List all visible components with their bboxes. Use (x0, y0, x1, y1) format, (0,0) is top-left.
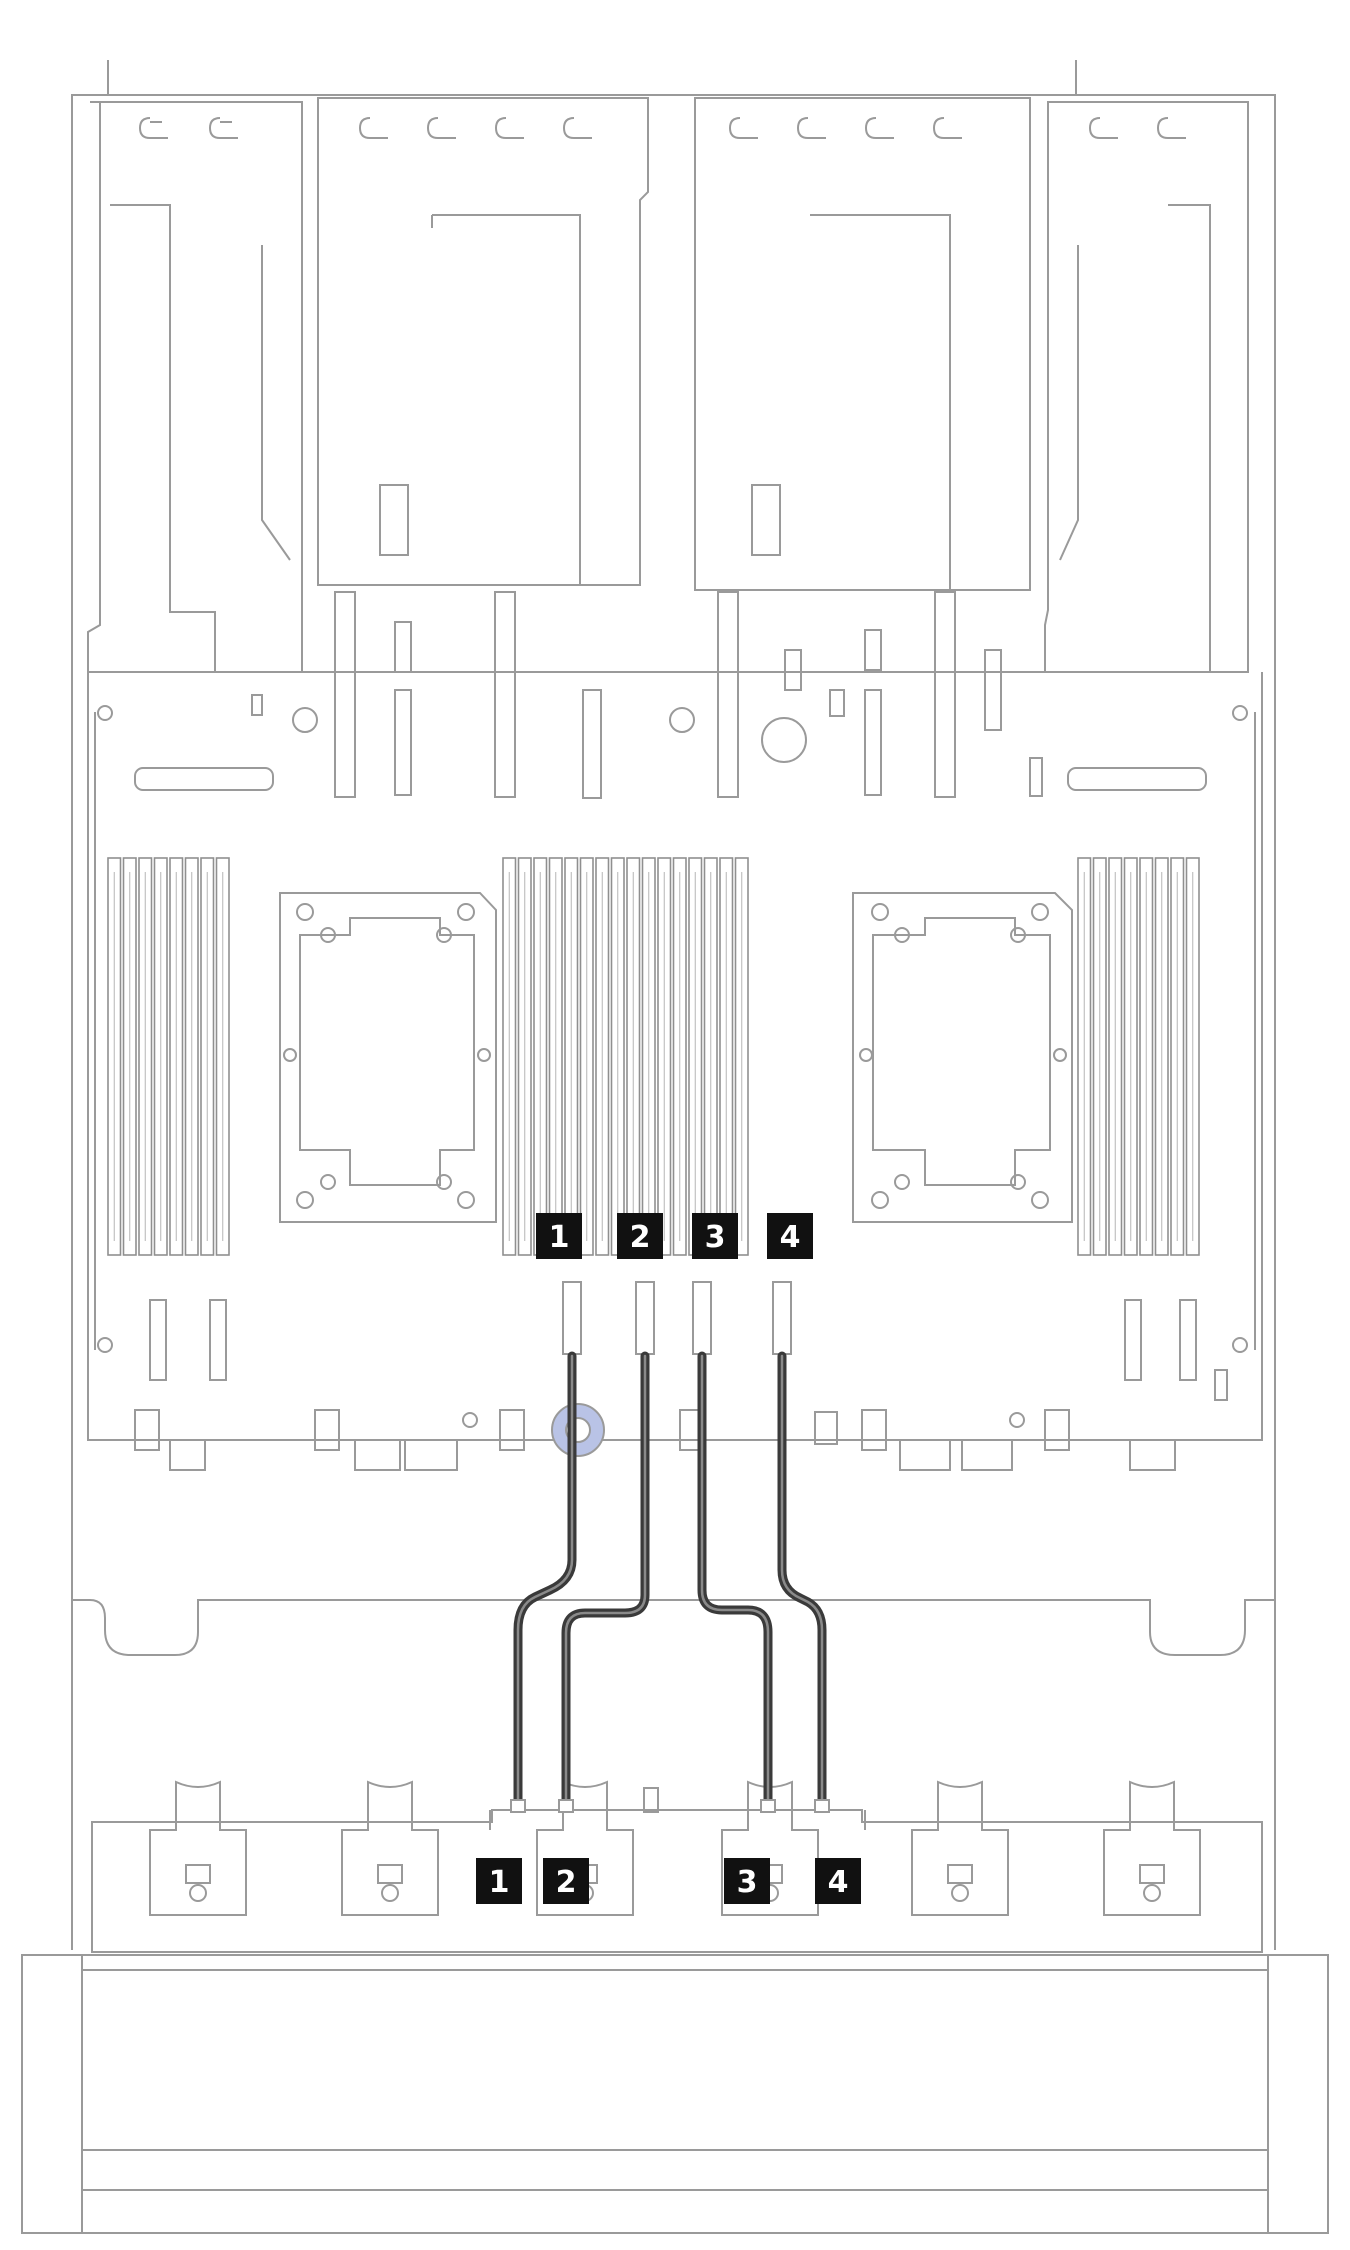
processor-socket-1 (279, 892, 497, 1223)
cable-2 (561, 1351, 650, 1805)
riser-left-outer (87, 101, 303, 673)
callout-board-2-label: 2 (630, 1220, 651, 1255)
callout-board-1-label: 1 (549, 1220, 570, 1255)
chassis (21, 60, 1329, 2234)
callout-backplane-3: 3 (724, 1858, 770, 1904)
callout-backplane-1: 1 (476, 1858, 522, 1904)
drive-latch-tab (185, 1864, 211, 1884)
callout-board-1: 1 (536, 1213, 582, 1259)
cable-3 (697, 1351, 773, 1805)
drive-bay-latches (149, 1780, 1201, 1916)
drive-latch-tab (377, 1864, 403, 1884)
dimm-bank-1 (107, 857, 230, 1256)
backplane-connector-1 (510, 1799, 526, 1813)
backplane-connector-3 (760, 1799, 776, 1813)
callout-board-3: 3 (692, 1213, 738, 1259)
callout-backplane-1-label: 1 (489, 1865, 510, 1900)
board-connector-1 (562, 1281, 582, 1355)
pcie-slots (292, 591, 1043, 799)
callout-backplane-4-label: 4 (828, 1865, 849, 1900)
cable-1 (513, 1351, 577, 1805)
board-connectors (562, 1281, 792, 1355)
drive-latch (341, 1780, 439, 1916)
callout-backplane-4: 4 (815, 1858, 861, 1904)
fan-cage-outline (72, 1599, 1275, 1656)
processor-socket-2 (852, 892, 1073, 1223)
callout-board-4-label: 4 (780, 1220, 801, 1255)
drive-latch-tab (947, 1864, 973, 1884)
drive-latch (149, 1780, 247, 1916)
backplane-callouts: 1 2 3 4 (476, 1858, 861, 1904)
riser-right-outer (1044, 101, 1249, 673)
dimm-bank-3 (1077, 857, 1200, 1256)
system-board (87, 671, 1263, 1441)
drive-latch (1103, 1780, 1201, 1916)
riser-center-right (694, 97, 1031, 591)
callout-backplane-2: 2 (543, 1858, 589, 1904)
drive-latch-hole (189, 1884, 207, 1902)
drive-latch (536, 1780, 634, 1916)
backplane-connectors (510, 1799, 830, 1813)
drive-latch-hole (381, 1884, 399, 1902)
front-board-connectors (134, 1299, 1228, 1471)
callout-backplane-3-label: 3 (737, 1865, 758, 1900)
callout-board-4: 4 (767, 1213, 813, 1259)
board-callouts: 1 2 3 4 (536, 1213, 813, 1259)
board-connector-4 (772, 1281, 792, 1355)
drive-latch-tab (1139, 1864, 1165, 1884)
drive-latch-hole (1143, 1884, 1161, 1902)
dimm-bank-2 (502, 857, 749, 1256)
cable-4 (777, 1351, 827, 1805)
callout-board-3-label: 3 (705, 1220, 726, 1255)
callout-board-2: 2 (617, 1213, 663, 1259)
backplane-connector-4 (814, 1799, 830, 1813)
drive-latch (911, 1780, 1009, 1916)
cables (513, 1351, 827, 1805)
backplane-connector-2 (558, 1799, 574, 1813)
riser-center-left (317, 97, 649, 586)
drive-latch (721, 1780, 819, 1916)
drive-backplane (91, 1787, 1263, 1953)
board-connector-3 (692, 1281, 712, 1355)
callout-backplane-2-label: 2 (556, 1865, 577, 1900)
board-connector-2 (635, 1281, 655, 1355)
drive-latch-hole (951, 1884, 969, 1902)
